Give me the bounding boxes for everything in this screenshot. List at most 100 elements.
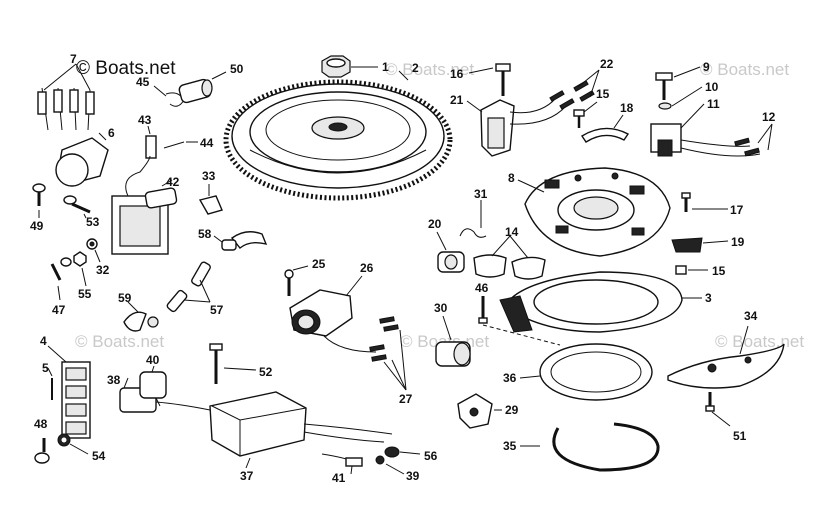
callout-45: 45 — [136, 75, 150, 89]
callout-49: 49 — [30, 219, 44, 233]
callout-55: 55 — [78, 287, 92, 301]
screw-46 — [478, 296, 488, 324]
screw-53 — [63, 195, 91, 214]
spring-31 — [459, 228, 487, 238]
callout-36: 36 — [503, 371, 517, 385]
callout-16: 16 — [450, 67, 464, 81]
callout-47: 47 — [52, 303, 66, 317]
bracket-19 — [671, 237, 703, 253]
screw-9 — [655, 72, 673, 100]
callout-9: 9 — [703, 60, 710, 74]
callout-22: 22 — [600, 57, 614, 71]
charge-coil-21 — [480, 97, 567, 157]
screw-15-top — [573, 109, 585, 128]
callout-27: 27 — [399, 392, 413, 406]
callout-7: 7 — [70, 52, 77, 66]
callout-50: 50 — [230, 62, 244, 76]
power-pack-37 — [155, 391, 393, 457]
callout-11: 11 — [707, 97, 720, 111]
callout-41: 41 — [332, 471, 346, 485]
callout-32: 32 — [96, 263, 110, 277]
callout-51: 51 — [733, 429, 747, 443]
clip-33 — [198, 195, 223, 215]
callout-58: 58 — [198, 227, 212, 241]
callout-35: 35 — [503, 439, 517, 453]
screw-16 — [495, 63, 511, 96]
callout-19: 19 — [731, 235, 745, 249]
nut-54 — [57, 433, 71, 447]
washer-10 — [658, 102, 672, 110]
watermark-faint: © Boats.net — [700, 60, 789, 79]
callout-30: 30 — [434, 301, 448, 315]
hose-57 — [166, 261, 211, 313]
coil-cover-6 — [55, 137, 109, 187]
callout-8: 8 — [508, 171, 515, 185]
elbow-58 — [221, 231, 268, 251]
retainer-ring-35 — [552, 422, 660, 472]
callout-25: 25 — [312, 257, 326, 271]
callout-10: 10 — [705, 80, 719, 94]
magnet-20 — [437, 251, 465, 273]
timer-base-3 — [499, 271, 683, 333]
callout-12: 12 — [762, 110, 776, 124]
callout-14: 14 — [505, 225, 519, 239]
callout-15-lower: 15 — [712, 264, 726, 278]
callout-57: 57 — [210, 303, 224, 317]
throttle-cam-34 — [667, 343, 785, 389]
callout-18: 18 — [620, 101, 634, 115]
terminal-leads-27 — [369, 316, 399, 362]
watermark-faint: © Boats.net — [75, 332, 164, 351]
watermark-faint: © Boats.net — [715, 332, 804, 351]
callout-3: 3 — [705, 291, 712, 305]
screw-47 — [50, 257, 72, 281]
screw-15-lower — [675, 265, 687, 275]
leads-12 — [734, 137, 760, 157]
callout-48: 48 — [34, 417, 48, 431]
callout-6: 6 — [108, 126, 115, 140]
rectifier-26 — [289, 289, 377, 353]
flywheel — [223, 79, 453, 201]
callout-37: 37 — [240, 469, 254, 483]
callout-39: 39 — [406, 469, 420, 483]
callout-31: 31 — [474, 187, 488, 201]
bracket-29 — [457, 393, 493, 429]
magnet-30 — [435, 341, 471, 367]
callout-44: 44 — [200, 136, 214, 150]
flywheel-nut — [321, 55, 351, 78]
callout-56: 56 — [424, 449, 438, 463]
ignition-coil-42 — [111, 155, 178, 255]
callout-15-top: 15 — [596, 87, 610, 101]
terminal-block-4 — [61, 361, 91, 439]
nut-56 — [384, 446, 400, 458]
callout-21: 21 — [450, 93, 464, 107]
clip-44 — [163, 141, 185, 149]
callout-59: 59 — [118, 291, 132, 305]
callout-4: 4 — [40, 334, 47, 348]
callout-38: 38 — [107, 373, 121, 387]
screw-52 — [209, 343, 223, 384]
callout-26: 26 — [360, 261, 374, 275]
boot-50 — [178, 78, 213, 104]
callout-29: 29 — [505, 403, 519, 417]
screw-51 — [705, 392, 715, 412]
spark-plug-leads-7 — [37, 87, 95, 131]
screw-17 — [681, 192, 691, 212]
nut-55 — [73, 251, 87, 267]
callout-46: 46 — [475, 281, 489, 295]
callout-33: 33 — [202, 169, 216, 183]
connector-43 — [145, 135, 157, 159]
retainer-ring-36 — [539, 343, 653, 401]
capacitor-40 — [139, 371, 167, 407]
bushing-14 — [473, 254, 546, 280]
nut-39 — [375, 455, 385, 465]
callout-54: 54 — [92, 449, 106, 463]
wire-41 — [321, 453, 363, 467]
watermark-faint: © Boats.net — [385, 60, 474, 79]
callout-2: 2 — [412, 61, 419, 75]
hose-59 — [123, 311, 159, 332]
callout-53: 53 — [86, 215, 100, 229]
coil-leads-22 — [549, 80, 595, 110]
watermark-main: © Boats.net — [76, 58, 176, 79]
